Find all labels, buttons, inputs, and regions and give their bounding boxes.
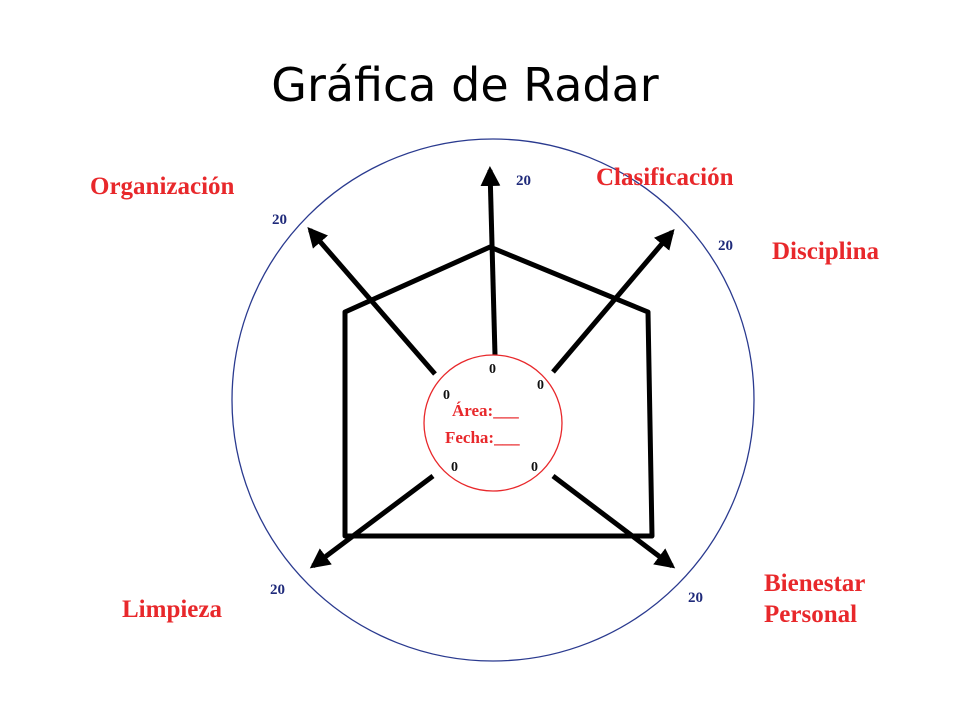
axis-min-limpieza: 0 [451, 460, 458, 475]
axis-min-disciplina: 0 [537, 378, 544, 393]
axis-arrow-disciplina [551, 228, 675, 374]
axis-label-clasificacion: Clasificación [596, 164, 734, 191]
outer-circle [231, 138, 755, 662]
axis-arrow-limpieza [309, 474, 435, 569]
house-outline [342, 244, 655, 539]
axis-label-disciplina: Disciplina [772, 238, 879, 265]
axis-arrow-clasificacion [480, 166, 501, 356]
axis-min-bienestar-personal: 0 [531, 460, 538, 475]
axis-label-organizacion: Organización [90, 173, 235, 200]
axis-max-disciplina: 20 [718, 238, 733, 254]
axis-max-clasificacion: 20 [516, 173, 531, 189]
area-field-label: Área:___ [452, 401, 519, 420]
date-field-label: Fecha:___ [445, 428, 520, 447]
axis-label-bienestar-personal: Bienestar Personal [764, 570, 866, 628]
center-circle [423, 354, 563, 492]
axis-label-limpieza: Limpieza [122, 596, 222, 623]
axis-min-organizacion: 0 [443, 388, 450, 403]
axis-max-organizacion: 20 [272, 212, 287, 228]
page-title: Gráfica de Radar [271, 58, 659, 112]
axis-max-bienestar-personal: 20 [688, 590, 703, 606]
axis-min-clasificacion: 0 [489, 362, 496, 377]
axis-arrow-bienestar-personal [551, 474, 676, 569]
axis-max-limpieza: 20 [270, 582, 285, 598]
axis-arrow-organizacion [307, 226, 437, 376]
